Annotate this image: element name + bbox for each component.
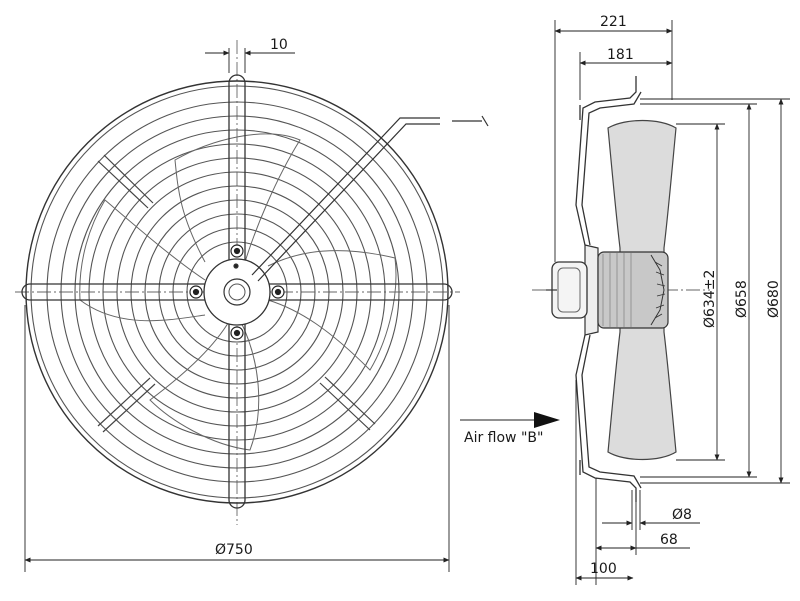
side-view: 221 181 Ø634±2 Ø658 Ø680 bbox=[460, 14, 790, 585]
guard-diagonal-struts bbox=[97, 154, 376, 433]
guard-rim-inner bbox=[30, 85, 444, 499]
dim-overall-diameter: Ø750 bbox=[24, 305, 450, 572]
dim-hole-diameter: Ø8 bbox=[602, 490, 700, 530]
dim-181-text: 181 bbox=[607, 47, 634, 63]
cable-lead bbox=[233, 115, 489, 282]
dim-width-10: 10 bbox=[205, 37, 295, 73]
guard-profile bbox=[575, 76, 642, 502]
hub-shaft bbox=[223, 278, 251, 306]
dim-outer-diameter: Ø680 bbox=[640, 98, 790, 484]
hub-shaft-inner bbox=[228, 283, 246, 301]
motor-body bbox=[546, 244, 669, 336]
dim-658-text: Ø658 bbox=[734, 280, 750, 318]
dim-mount: 100 bbox=[575, 380, 634, 585]
dim-hole-text: Ø8 bbox=[672, 507, 692, 523]
dim-634-text: Ø634±2 bbox=[702, 270, 718, 328]
front-blades bbox=[79, 133, 397, 451]
airflow-label: Air flow "B" bbox=[464, 430, 543, 446]
dim-inner-diameter: Ø658 bbox=[640, 103, 757, 478]
guard-outer-rim bbox=[25, 80, 449, 504]
dim-flange: 68 bbox=[595, 478, 690, 585]
guard-grille-rings bbox=[46, 101, 428, 483]
mounting-bolts bbox=[189, 244, 285, 340]
dim-width-text: 10 bbox=[270, 37, 288, 53]
front-view: 10 Ø750 bbox=[15, 37, 489, 572]
dim-100-text: 100 bbox=[590, 561, 617, 577]
dim-68-text: 68 bbox=[660, 532, 678, 548]
dim-depth-guard: 181 bbox=[579, 47, 673, 100]
dim-blade-diameter: Ø634±2 bbox=[676, 123, 725, 461]
dim-depth-total: 221 bbox=[554, 14, 673, 262]
dim-680-text: Ø680 bbox=[766, 280, 782, 318]
airflow-arrow-icon bbox=[534, 412, 560, 428]
airflow-indicator: Air flow "B" bbox=[460, 412, 560, 446]
dim-diameter-text: Ø750 bbox=[215, 542, 253, 558]
dim-221-text: 221 bbox=[600, 14, 627, 30]
